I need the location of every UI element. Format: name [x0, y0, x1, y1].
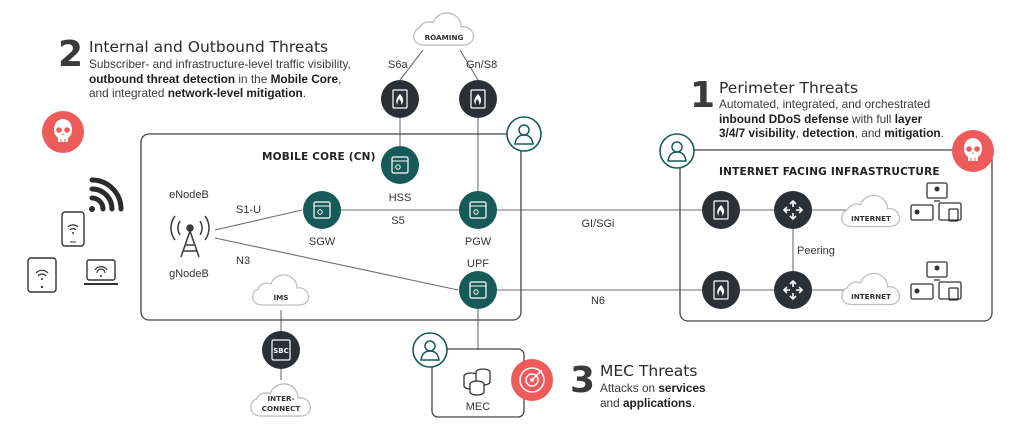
label-sgw: SGW — [309, 236, 336, 248]
wireless-signal-icon — [89, 177, 124, 212]
label-s1u: S1-U — [236, 204, 261, 216]
firewall-gn-s8-icon — [459, 80, 497, 118]
perimeter-threats-number: 1 — [690, 75, 716, 116]
internal-threats-description: Subscriber- and infrastructure-level tra… — [89, 57, 389, 101]
svg-text:SBC: SBC — [273, 347, 289, 355]
upf-node-icon — [459, 271, 497, 309]
svg-text:ROAMING: ROAMING — [425, 33, 464, 42]
label-peering: Peering — [797, 245, 835, 257]
mec-threats-description: Attacks on services and applications. — [600, 381, 760, 410]
line-n3 — [214, 237, 459, 291]
pgw-node-icon — [459, 191, 497, 229]
endpoint-servers-1-icon — [910, 182, 962, 222]
mobile-core-title: MOBILE CORE (CN) — [262, 151, 376, 163]
router-2-icon — [774, 271, 812, 309]
label-n6: N6 — [591, 295, 605, 307]
internet-infra-title: INTERNET FACING INFRASTRUCTURE — [719, 166, 940, 178]
mec-threats-title: MEC Threats — [600, 362, 698, 380]
internal-line-1: Subscriber- and infrastructure-level tra… — [89, 57, 351, 71]
perimeter-line-1: Automated, integrated, and orchestrated — [719, 97, 931, 111]
label-pgw: PGW — [465, 236, 492, 248]
label-s5: S5 — [391, 215, 404, 227]
mec-line-1: Attacks on services — [600, 381, 706, 395]
firewall-gi-icon — [702, 191, 740, 229]
laptop-device-icon — [84, 259, 118, 285]
mec-line-2: and applications. — [600, 395, 696, 410]
sbc-node-icon: SBC — [262, 331, 300, 369]
label-hss: HSS — [389, 192, 412, 204]
sgw-node-icon — [303, 191, 341, 229]
label-s6a: S6a — [388, 59, 408, 71]
mec-database-icon — [463, 368, 491, 396]
label-enodeb: eNodeB — [169, 189, 209, 201]
perimeter-threats-description: Automated, integrated, and orchestrated … — [719, 97, 959, 141]
ims-cloud: IMS — [252, 274, 310, 306]
phone-device-icon — [61, 211, 85, 247]
mec-threats-number: 3 — [570, 360, 596, 401]
svg-text:INTER-: INTER- — [267, 394, 294, 403]
perimeter-line-3: 3/4/7 visibility, detection, and mitigat… — [719, 126, 944, 140]
perimeter-line-2: inbound DDoS defense with full layer — [719, 111, 923, 126]
label-gi-sgi: GI/SGi — [581, 218, 614, 230]
interconnect-cloud: INTER- CONNECT — [250, 383, 312, 417]
firewall-s6a-icon — [381, 80, 419, 118]
hss-node-icon — [381, 146, 419, 184]
label-n3: N3 — [236, 255, 250, 267]
user-core-icon — [506, 116, 542, 152]
internal-line-2: outbound threat detection in the Mobile … — [89, 71, 342, 86]
svg-text:INTERNET: INTERNET — [851, 214, 891, 223]
svg-text:INTERNET: INTERNET — [851, 292, 891, 301]
base-station-icon — [170, 215, 210, 258]
mobile-core-box — [140, 133, 522, 321]
internal-line-3: and integrated network-level mitigation. — [89, 86, 307, 100]
user-infra-icon — [659, 133, 695, 169]
svg-text:IMS: IMS — [273, 293, 288, 302]
svg-text:CONNECT: CONNECT — [262, 404, 301, 413]
connection-lines — [214, 49, 846, 380]
line-s6a — [399, 49, 424, 81]
skull-threat-right-icon — [952, 130, 994, 172]
line-s1u — [214, 209, 303, 231]
radar-threat-icon — [511, 359, 553, 401]
tablet-device-icon — [27, 257, 57, 293]
perimeter-threats-title: Perimeter Threats — [719, 79, 859, 97]
label-mec: MEC — [466, 401, 491, 413]
firewall-n6-icon — [702, 271, 740, 309]
label-upf: UPF — [467, 258, 489, 270]
line-gn-s8 — [459, 49, 479, 81]
roaming-cloud: ROAMING — [413, 12, 475, 46]
user-mec-icon — [412, 332, 448, 368]
label-gn-s8: Gn/S8 — [466, 59, 497, 71]
skull-threat-left-icon — [42, 111, 84, 153]
internet-cloud-2: INTERNET — [841, 272, 901, 306]
internet-infra-box — [679, 149, 993, 322]
router-1-icon — [774, 191, 812, 229]
endpoint-servers-2-icon — [910, 261, 962, 301]
internet-cloud-1: INTERNET — [841, 194, 901, 228]
internal-threats-number: 2 — [58, 34, 84, 75]
internal-threats-title: Internal and Outbound Threats — [89, 38, 329, 56]
label-gnodeb: gNodeB — [169, 268, 209, 280]
